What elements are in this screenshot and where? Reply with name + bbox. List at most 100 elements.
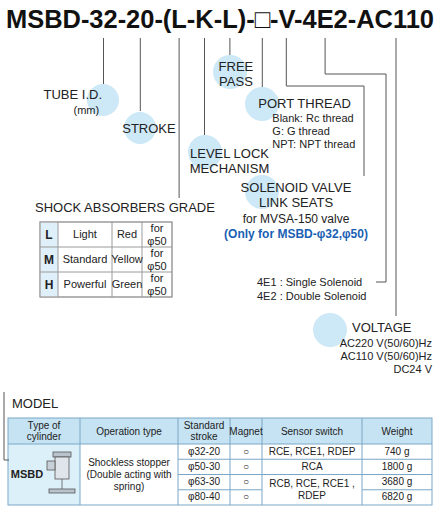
cell-text: Shockless stopper (Double acting with sp… — [82, 457, 176, 493]
label-text: SHOCK ABSORBERS GRADE — [35, 200, 215, 215]
cell-text: Magnet — [229, 426, 262, 437]
leader-line — [229, 38, 230, 55]
cell-text: 6820 g — [382, 491, 413, 503]
model-bracket — [4, 392, 9, 460]
table-cell: ○ — [230, 475, 262, 490]
cell-text: ○ — [243, 461, 249, 473]
table-cell: 6820 g — [362, 490, 432, 505]
leader-line — [325, 38, 386, 282]
cell-text: Type of cylinder — [10, 420, 78, 442]
callout-text-holder: for MVSA-150 valve — [221, 212, 371, 226]
table-cell: 3680 g — [362, 475, 432, 490]
label-holder: 4E1 : Single Solenoid — [257, 276, 362, 289]
callout-text-holder: DC24 V — [320, 363, 432, 376]
label-text: 4E2 : Double Solenoid — [257, 290, 366, 302]
cell-text: L — [45, 228, 52, 242]
callout-detail: G: G thread — [272, 125, 329, 137]
cell-text: Yellow — [111, 253, 142, 266]
table-cell: RCE, RCE1, RDEP — [264, 444, 360, 459]
label-text: MODEL — [12, 396, 58, 411]
cell-text: φ63-30 — [188, 476, 220, 488]
table-header-band — [8, 418, 432, 444]
callout-detail: NPT: NPT thread — [272, 138, 355, 150]
table-cell: Green — [112, 272, 142, 297]
callout-detail: (Only for MSBD-φ32,φ50) — [224, 227, 368, 241]
table-cell: φ50-30 — [178, 459, 230, 474]
label-holder: 4E2 : Double Solenoid — [257, 290, 366, 303]
leader-line — [396, 38, 397, 316]
table-cell: Weight — [364, 418, 430, 444]
table-cell: 740 g — [362, 444, 432, 459]
callout-text-holder: PORT THREAD — [258, 96, 350, 111]
callout-text-holder: LEVEL LOCK MECHANISM — [185, 146, 275, 176]
cell-text: φ32-20 — [188, 446, 220, 458]
callout-text-holder: Blank: Rc thread — [272, 112, 353, 125]
cell-text: ○ — [243, 491, 249, 503]
label-text: 4E1 : Single Solenoid — [257, 276, 362, 288]
callout-text-holder: VOLTAGE — [352, 320, 411, 335]
callout: SOLENOID VALVE LINK SEATSfor MVSA-150 va… — [218, 180, 374, 244]
table-cell: RCB, RCE, RCE1 , RDEP — [264, 475, 360, 506]
cell-text: φ80-40 — [188, 491, 220, 503]
table-cell: ○ — [230, 490, 262, 505]
cell-text: φ50-30 — [188, 461, 220, 473]
cell-text: H — [45, 278, 54, 292]
callout-detail: Blank: Rc thread — [272, 112, 353, 124]
table-cell: M — [40, 247, 58, 272]
cell-text: RCE, RCE1, RDEP — [269, 446, 356, 458]
callout-detail: for MVSA-150 valve — [243, 212, 350, 226]
table-cell: ○ — [230, 459, 262, 474]
table-cell: MSBD — [8, 444, 46, 505]
cell-text: Light — [73, 228, 97, 241]
cell-text: for φ50 — [142, 247, 172, 273]
table-cell: Sensor switch — [264, 418, 360, 444]
leader-line — [140, 38, 141, 111]
table-cell: Red — [112, 222, 142, 247]
callout: STROKE — [122, 121, 192, 139]
callout-title: TUBE I.D. — [43, 87, 102, 102]
callout-title: PORT THREAD — [258, 96, 350, 111]
table-cell: for φ50 — [142, 272, 172, 297]
cell-text: 3680 g — [382, 476, 413, 488]
cell-text: ○ — [243, 446, 249, 458]
callout-detail: DC24 V — [393, 363, 432, 375]
leader-line — [262, 38, 263, 87]
model-code-holder: MSBD-32-20-(L-K-L)-□-V-4E2-AC110 — [6, 3, 434, 35]
cell-text: RCB, RCE, RCE1 , RDEP — [264, 478, 360, 502]
callout-text-holder: (mm) — [73, 104, 99, 117]
table-cell: Powerful — [58, 272, 112, 297]
table-cell: Yellow — [112, 247, 142, 272]
cell-text: Weight — [382, 426, 413, 437]
type-column — [8, 444, 80, 505]
leader-line — [103, 38, 104, 84]
cell-text: Standard — [63, 253, 108, 266]
model-code: MSBD-32-20-(L-K-L)-□-V-4E2-AC110 — [6, 4, 434, 34]
table-cell: φ32-20 — [178, 444, 230, 459]
table-cell: φ63-30 — [178, 475, 230, 490]
grade-grid — [40, 222, 172, 297]
callout-text-holder: STROKE — [122, 121, 175, 136]
cell-text: for φ50 — [142, 272, 172, 298]
table-cell: Magnet — [232, 418, 260, 444]
callout-text-holder: (Only for MSBD-φ32,φ50) — [221, 227, 371, 241]
table-cell: 1800 g — [362, 459, 432, 474]
callout-text-holder: NPT: NPT thread — [272, 138, 355, 151]
cell-text: Standard stroke — [180, 420, 228, 442]
table-cell: L — [40, 222, 58, 247]
model-grid — [8, 418, 432, 505]
callout: FREE PASS — [214, 59, 258, 93]
callout-title: VOLTAGE — [352, 320, 411, 335]
callout-detail: AC110 V(50/60)Hz — [340, 350, 432, 362]
callout-text-holder: AC220 V(50/60)Hz — [320, 337, 432, 350]
table-cell: Type of cylinder — [10, 418, 78, 444]
cell-text: Operation type — [96, 426, 162, 437]
cell-text: 1800 g — [382, 461, 413, 473]
table-cell: for φ50 — [142, 247, 172, 272]
cell-text: Sensor switch — [281, 426, 343, 437]
callout: PORT THREADBlank: Rc threadG: G threadNP… — [258, 96, 370, 154]
callout-title: FREE PASS — [219, 59, 254, 89]
table-cell: Shockless stopper (Double acting with sp… — [82, 444, 176, 505]
cylinder-icon — [47, 452, 75, 493]
table-cell: RCA — [264, 459, 360, 474]
